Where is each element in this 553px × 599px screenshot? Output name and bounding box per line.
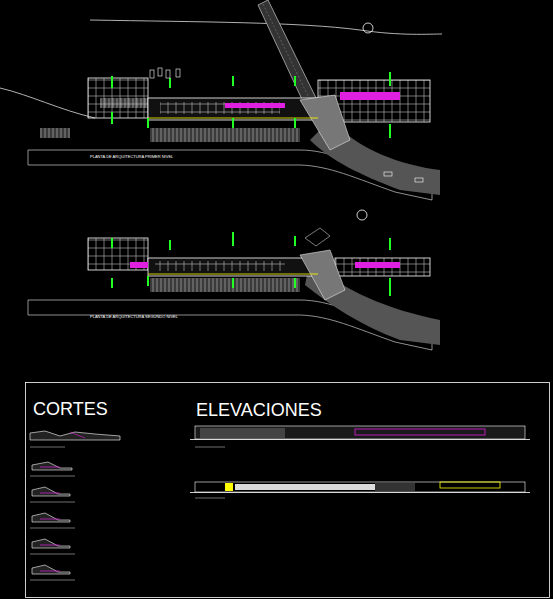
plan-title: PLANTA DE ARQUITECTURA SEGUNDO NIVEL <box>90 315 178 319</box>
section-heading: CORTES <box>33 400 108 418</box>
plan-title: PLANTA DE ARQUITECTURA PRIMER NIVEL <box>90 155 173 159</box>
section-heading: ELEVACIONES <box>196 401 322 419</box>
